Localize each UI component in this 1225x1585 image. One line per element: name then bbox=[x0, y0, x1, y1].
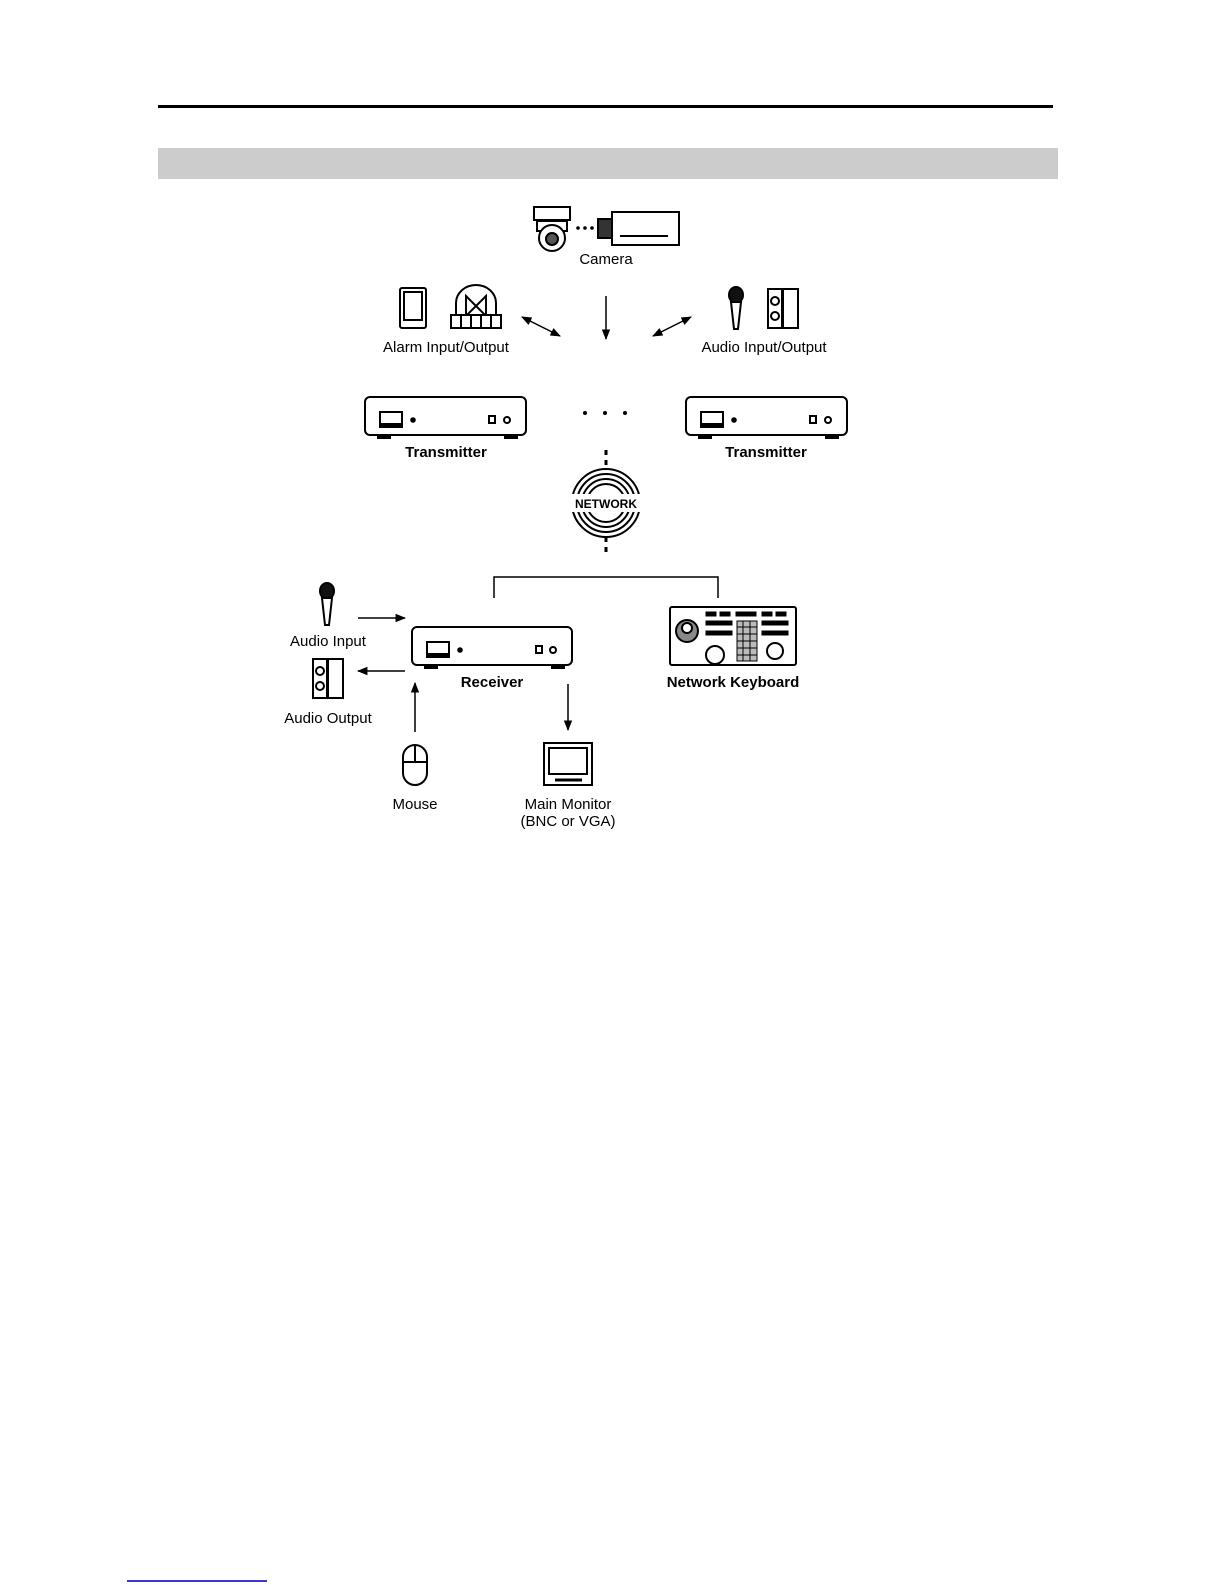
audio-output-label: Audio Output bbox=[284, 710, 372, 727]
alarm-bidirectional-arrow bbox=[522, 317, 560, 336]
transmitter-right-label: Transmitter bbox=[725, 444, 807, 461]
network-label: NETWORK bbox=[575, 497, 637, 511]
audio-io-label: Audio Input/Output bbox=[701, 339, 827, 356]
camera-label: Camera bbox=[579, 251, 633, 268]
alarm-siren-icon bbox=[451, 285, 501, 328]
speaker-output-icon bbox=[313, 659, 343, 698]
transmitter-left-icon bbox=[365, 397, 526, 438]
ellipsis-dots bbox=[576, 226, 594, 230]
speaker-icon bbox=[768, 289, 798, 328]
main-monitor-label-line1: Main Monitor bbox=[525, 796, 612, 813]
microphone-icon bbox=[729, 287, 743, 329]
alarm-sensor-icon bbox=[400, 288, 426, 328]
footer-link-underline bbox=[127, 1580, 267, 1582]
monitor-icon bbox=[544, 743, 592, 785]
alarm-io-label: Alarm Input/Output bbox=[383, 339, 510, 356]
receiver-icon bbox=[412, 627, 572, 668]
transmitter-ellipsis bbox=[583, 411, 627, 415]
network-keyboard-icon bbox=[670, 607, 796, 665]
network-bracket bbox=[494, 577, 718, 598]
main-monitor-label-line2: (BNC or VGA) bbox=[520, 813, 615, 830]
mouse-label: Mouse bbox=[392, 796, 437, 813]
ptz-camera-icon bbox=[534, 207, 570, 251]
box-camera-icon bbox=[598, 212, 679, 245]
audio-input-label: Audio Input bbox=[290, 633, 367, 650]
transmitter-left-label: Transmitter bbox=[405, 444, 487, 461]
mouse-icon bbox=[403, 745, 427, 785]
microphone-input-icon bbox=[320, 583, 334, 625]
audio-bidirectional-arrow bbox=[653, 317, 691, 336]
transmitter-right-icon bbox=[686, 397, 847, 438]
receiver-label: Receiver bbox=[461, 674, 524, 691]
network-keyboard-label: Network Keyboard bbox=[667, 674, 800, 691]
